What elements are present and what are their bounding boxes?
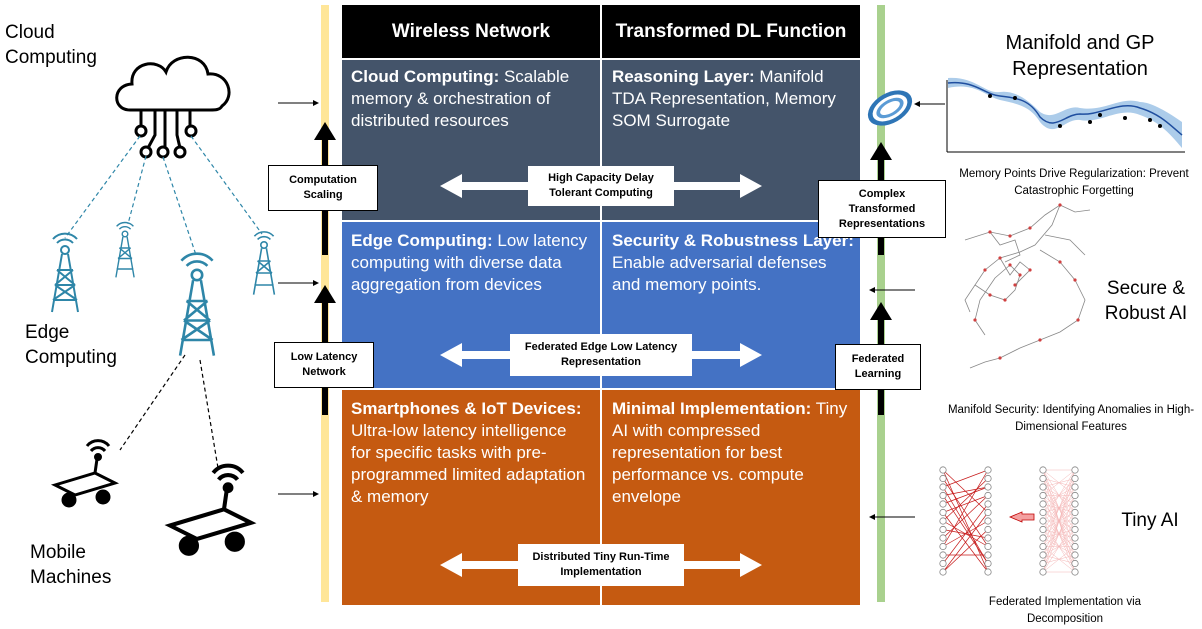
header-wireless-network: Wireless Network bbox=[342, 5, 600, 58]
secure-caption: Manifold Security: Identifying Anomalies… bbox=[947, 404, 1195, 433]
cell-title: Cloud Computing: bbox=[351, 67, 500, 86]
cell-title: Security & Robustness Layer: bbox=[612, 231, 854, 250]
graph-plot bbox=[964, 203, 1091, 369]
cell-title: Reasoning Layer: bbox=[612, 67, 755, 86]
label-edge-computing: Edge Computing bbox=[25, 322, 117, 368]
gp-plot bbox=[946, 77, 1185, 153]
tiny-caption: Federated Implementation via Decompositi… bbox=[988, 596, 1142, 625]
cell-device-right: Minimal Implementation: Tiny AI with com… bbox=[606, 398, 860, 508]
manifold-caption: Memory Points Drive Regularization: Prev… bbox=[959, 168, 1189, 197]
tiny-title: Tiny AI bbox=[1121, 510, 1179, 531]
box-low-latency-network: Low Latency Network bbox=[274, 342, 374, 388]
cell-device-left: Smartphones & IoT Devices: Ultra-low lat… bbox=[345, 398, 595, 508]
cell-title: Smartphones & IoT Devices: bbox=[351, 399, 582, 418]
center-label-device: Distributed Tiny Run-Time Implementation bbox=[518, 544, 684, 586]
cell-title: Minimal Implementation: bbox=[612, 399, 812, 418]
label-cloud-computing: Cloud Computing bbox=[5, 22, 97, 68]
box-complex-representations: Complex Transformed Representations bbox=[818, 180, 946, 238]
cell-text: Tiny AI with compressed representation f… bbox=[612, 399, 848, 506]
cell-text: Manifold TDA Representation, Memory SOM … bbox=[612, 67, 836, 130]
tower-icon bbox=[51, 221, 276, 356]
manifold-title: Manifold and GP Representation bbox=[1005, 32, 1155, 80]
right-input-arrows bbox=[869, 101, 945, 520]
ring-icon bbox=[867, 90, 913, 126]
header-dl-function: Transformed DL Function bbox=[602, 5, 860, 58]
cell-cloud-left: Cloud Computing: Scalable memory & orche… bbox=[345, 66, 595, 132]
cell-title: Edge Computing: bbox=[351, 231, 493, 250]
box-computation-scaling: Computation Scaling bbox=[268, 165, 378, 211]
center-label-edge: Federated Edge Low Latency Representatio… bbox=[510, 334, 692, 376]
box-federated-learning: Federated Learning bbox=[835, 344, 921, 390]
left-input-arrows bbox=[278, 100, 319, 497]
label-mobile-machines: Mobile Machines bbox=[30, 542, 112, 588]
neural-net-icon bbox=[939, 466, 1079, 576]
cell-text: Ultra-low latency intelligence for speci… bbox=[351, 421, 586, 506]
dashed-links bbox=[64, 135, 263, 256]
cell-text: Enable adversarial defenses and memory p… bbox=[612, 253, 827, 294]
cell-text: Low latency computing with diverse data … bbox=[351, 231, 588, 294]
cell-text: Scalable memory & orchestration of distr… bbox=[351, 67, 570, 130]
center-label-cloud: High Capacity Delay Tolerant Computing bbox=[528, 166, 674, 206]
cell-cloud-right: Reasoning Layer: Manifold TDA Representa… bbox=[606, 66, 860, 132]
robot-icon bbox=[50, 439, 257, 556]
cell-edge-left: Edge Computing: Low latency computing wi… bbox=[345, 230, 595, 296]
column-divider bbox=[600, 5, 602, 605]
cloud-icon bbox=[115, 55, 231, 159]
secure-title: Secure & Robust AI bbox=[1104, 278, 1188, 324]
cell-edge-right: Security & Robustness Layer: Enable adve… bbox=[606, 230, 860, 296]
